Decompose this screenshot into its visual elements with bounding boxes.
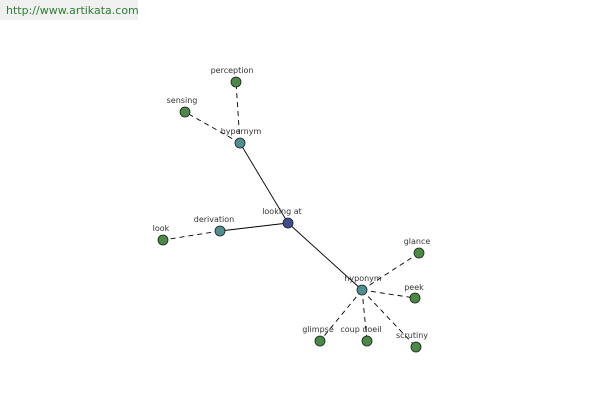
node-label-perception: perception (211, 66, 254, 75)
edge-root-hyponym (287, 222, 363, 291)
edge-hyponym-scrutiny (361, 289, 417, 348)
node-label-hypernym: hypernym (221, 127, 262, 136)
url-bar: http://www.artikata.com (0, 0, 139, 20)
graph-labels: looking at hypernym derivation hyponym perce… (153, 66, 431, 340)
node-sensing[interactable] (179, 106, 191, 118)
node-label-derivation: derivation (194, 215, 234, 224)
edge-hyponym-glance (361, 252, 420, 291)
edge-hypernym-sensing (184, 111, 241, 144)
node-root[interactable] (282, 217, 294, 229)
node-hyponym[interactable] (356, 284, 368, 296)
node-look[interactable] (157, 234, 169, 246)
node-coup_doeil[interactable] (361, 335, 373, 347)
node-label-sensing: sensing (167, 96, 198, 105)
node-glance[interactable] (413, 247, 425, 259)
edge-hypernym-perception (235, 81, 241, 144)
node-label-hyponym: hyponym (344, 274, 382, 283)
node-label-peek: peek (404, 283, 424, 292)
node-derivation[interactable] (214, 225, 226, 237)
node-label-glimpse: glimpse (302, 325, 334, 334)
node-hypernym[interactable] (234, 137, 246, 149)
graph-nodes (157, 76, 425, 353)
edge-derivation-look (162, 230, 221, 241)
site-url[interactable]: http://www.artikata.com (6, 4, 139, 17)
edge-root-derivation (219, 222, 289, 232)
node-label-glance: glance (404, 237, 431, 246)
edge-hyponym-glimpse (319, 289, 363, 342)
node-scrutiny[interactable] (410, 341, 422, 353)
node-peek[interactable] (409, 292, 421, 304)
edge-root-hypernym (239, 142, 289, 224)
node-perception[interactable] (230, 76, 242, 88)
graph-edges (162, 81, 420, 348)
node-glimpse[interactable] (314, 335, 326, 347)
node-label-look: look (153, 224, 170, 233)
node-label-scrutiny: scrutiny (396, 331, 428, 340)
node-label-root: looking at (262, 207, 302, 216)
node-label-coup_doeil: coup doeil (340, 325, 381, 334)
